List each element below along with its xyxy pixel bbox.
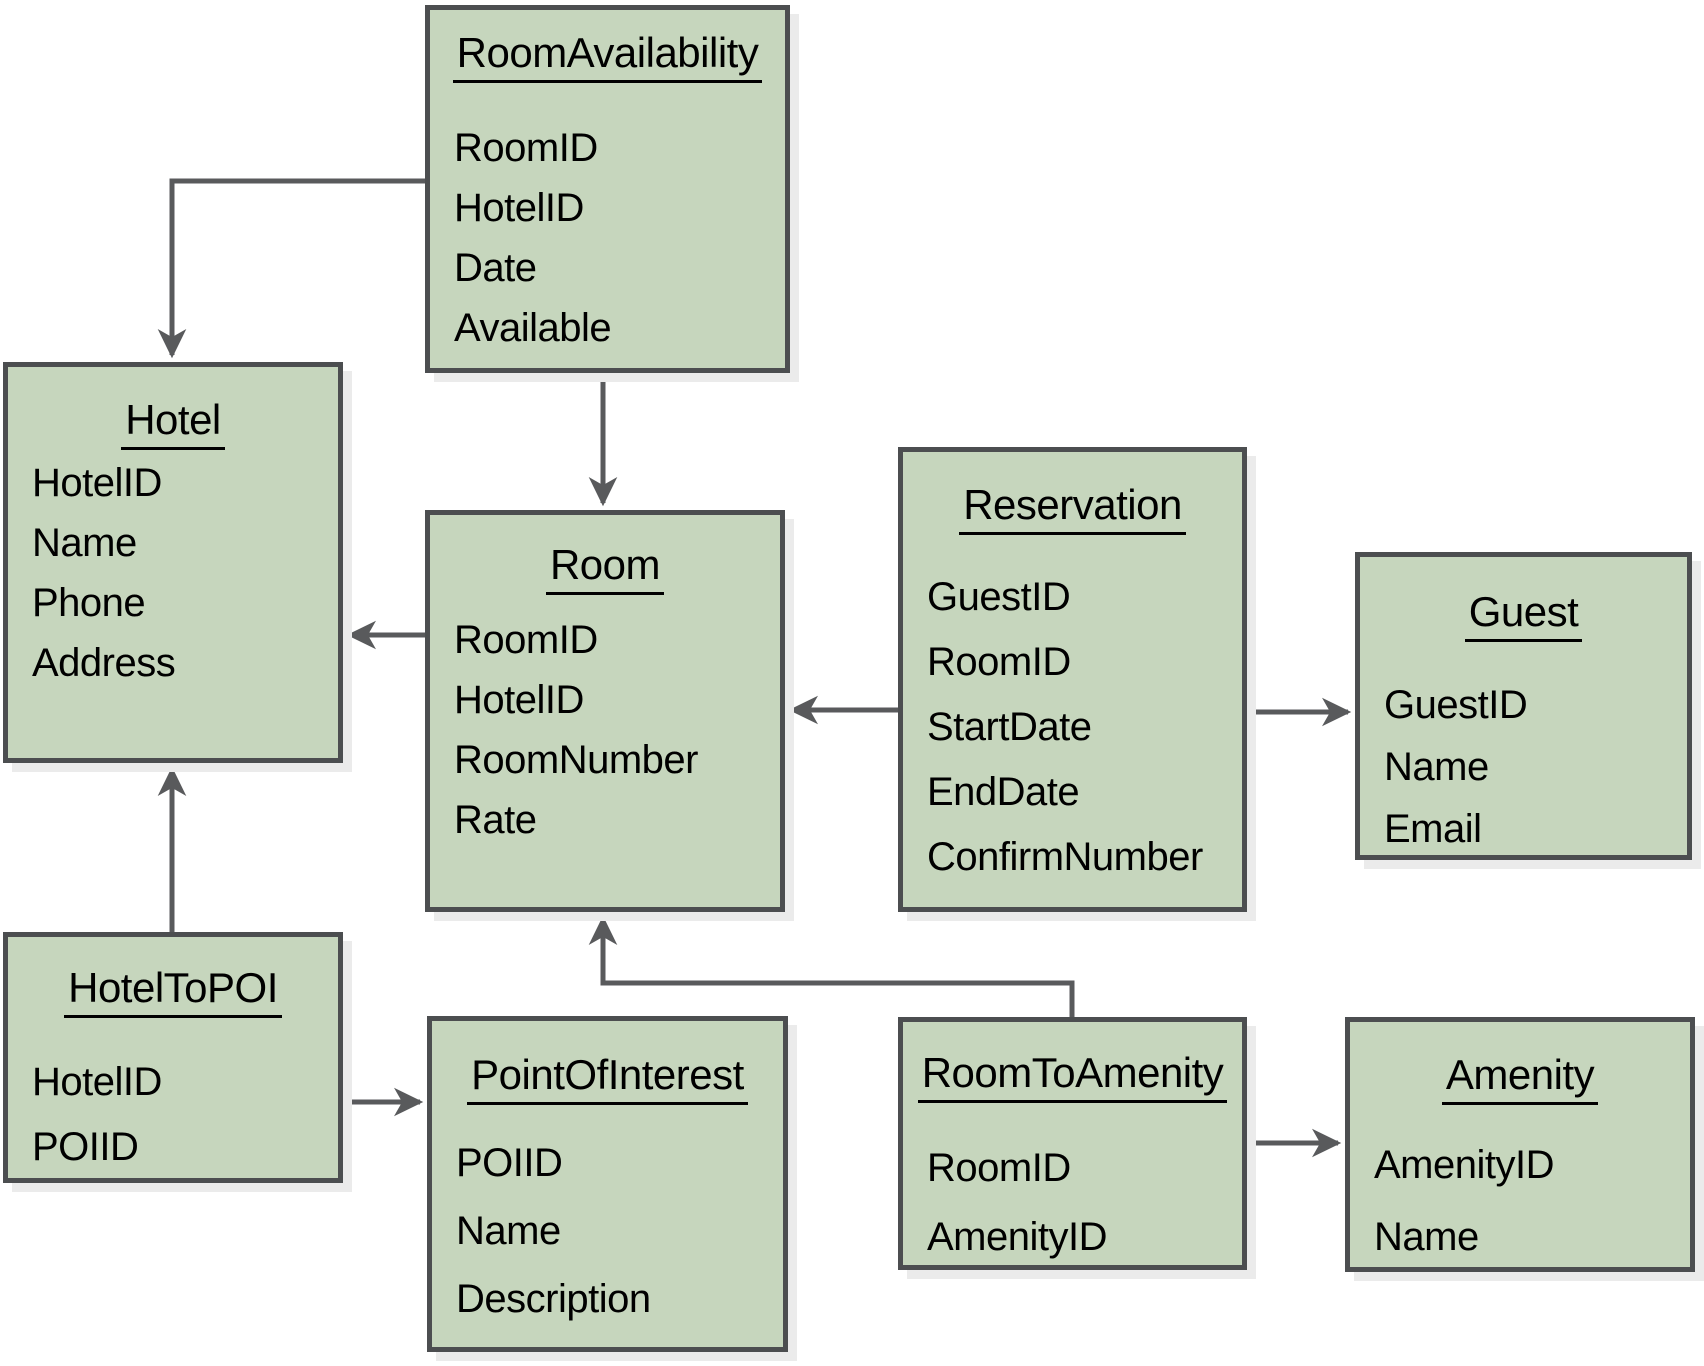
field: Address [32,641,176,685]
field: HotelID [32,1060,162,1104]
field: RoomNumber [454,738,698,782]
field: RoomID [927,640,1071,684]
entity-title-text: Room [545,540,665,595]
entity-title-text: Amenity [1441,1050,1599,1105]
entity-guest: Guest GuestID Name Email [1355,552,1692,860]
field: RoomID [927,1146,1071,1190]
entity-fields: RoomID HotelID RoomNumber Rate [454,610,772,850]
entity-title: RoomAvailability [430,28,785,83]
entity-fields: HotelID POIID [32,1050,330,1180]
arrow-roomavailability-to-hotel [157,178,425,359]
field: AmenityID [927,1215,1108,1259]
entity-title-text: Hotel [121,395,225,450]
entity-reservation: Reservation GuestID RoomID StartDate End… [898,447,1247,912]
entity-title-text: Guest [1464,587,1583,642]
field: HotelID [454,678,584,722]
entity-fields: AmenityID Name [1374,1129,1682,1273]
field: StartDate [927,705,1092,749]
field: HotelID [454,186,584,230]
field: AmenityID [1374,1143,1555,1187]
field: Name [32,521,137,565]
entity-fields: RoomID AmenityID [927,1134,1234,1272]
entity-title-text: HotelToPOI [64,963,282,1018]
entity-roomavailability: RoomAvailability RoomID HotelID Date Ava… [425,5,790,373]
field: Date [454,246,537,290]
entity-room: Room RoomID HotelID RoomNumber Rate [425,510,785,912]
field: Email [1384,807,1482,851]
entity-title: Guest [1360,587,1687,642]
entity-title: PointOfInterest [432,1050,783,1105]
entity-hoteltopoi: HotelToPOI HotelID POIID [3,932,343,1183]
entity-hotel: Hotel HotelID Name Phone Address [3,362,343,763]
entity-title: Room [430,540,780,595]
field: Phone [32,581,146,625]
entity-title: RoomToAmenity [903,1048,1242,1103]
field: Name [1374,1215,1479,1259]
entity-title-text: RoomToAmenity [917,1048,1228,1103]
entity-fields: GuestID Name Email [1384,674,1679,860]
entity-fields: POIID Name Description [456,1129,775,1333]
field: POIID [456,1141,563,1185]
entity-fields: HotelID Name Phone Address [32,453,330,693]
field: Name [1384,745,1489,789]
entity-title-text: RoomAvailability [452,28,763,83]
field: RoomID [454,618,598,662]
entity-title-text: PointOfInterest [467,1050,748,1105]
field: Name [456,1209,561,1253]
entity-title-text: Reservation [959,480,1186,535]
entity-title: Amenity [1350,1050,1690,1105]
entity-title: Hotel [8,395,338,450]
field: GuestID [927,575,1071,619]
field: Available [454,306,612,350]
field: HotelID [32,461,162,505]
entity-amenity: Amenity AmenityID Name [1345,1017,1695,1272]
arrow-roomtoamenity-to-room [588,915,1075,1017]
entity-fields: GuestID RoomID StartDate EndDate Confirm… [927,565,1234,890]
field: RoomID [454,126,598,170]
entity-pointofinterest: PointOfInterest POIID Name Description [427,1016,788,1352]
field: POIID [32,1125,139,1169]
field: ConfirmNumber [927,835,1203,879]
field: Rate [454,798,537,842]
field: GuestID [1384,683,1528,727]
entity-title: HotelToPOI [8,963,338,1018]
entity-roomtoamenity: RoomToAmenity RoomID AmenityID [898,1017,1247,1270]
entity-fields: RoomID HotelID Date Available [454,118,777,358]
field: EndDate [927,770,1080,814]
field: Description [456,1277,651,1321]
entity-title: Reservation [903,480,1242,535]
